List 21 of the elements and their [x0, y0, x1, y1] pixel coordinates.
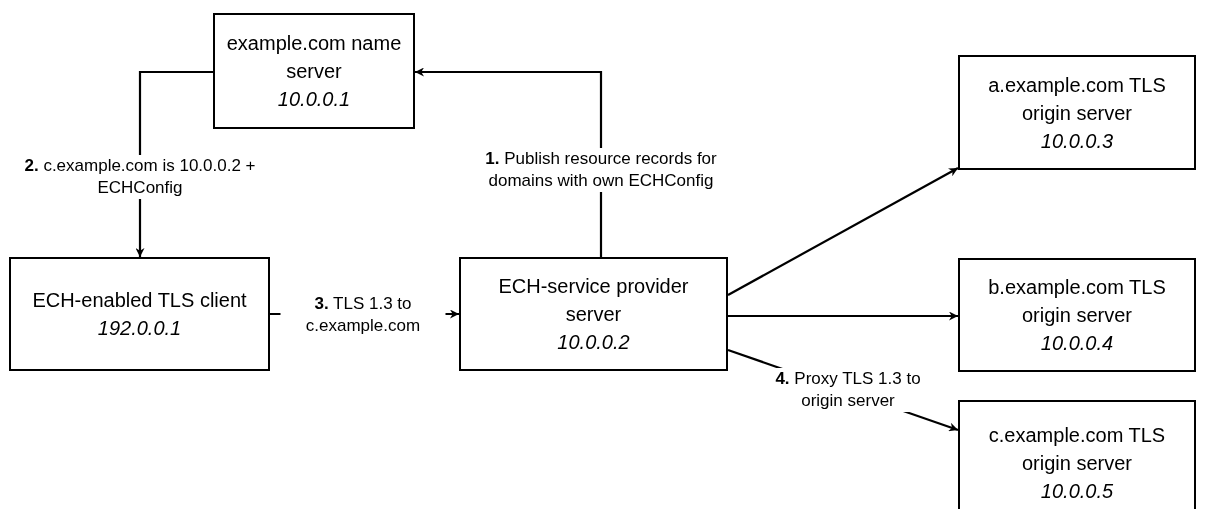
ip-address: 10.0.0.3	[1039, 128, 1115, 154]
server-name: b.example.com TLS origin server	[987, 275, 1167, 328]
ip-address: 192.0.0.1	[96, 316, 183, 341]
server-box	[213, 13, 415, 129]
ip-address: 10.0.0.5	[1039, 478, 1115, 504]
ip-address: 10.0.0.2	[556, 330, 631, 355]
ip-address: 10.0.0.1	[276, 87, 352, 112]
server-name: a.example.com TLS origin server	[987, 72, 1167, 126]
arrow	[415, 67, 603, 257]
server-box	[459, 257, 728, 371]
server-name: ECH-enabled TLS client	[31, 288, 248, 313]
arrow	[728, 311, 958, 321]
server-name: example.com name server	[225, 31, 403, 84]
server-box	[958, 400, 1196, 509]
arrow	[727, 167, 959, 296]
server-box	[958, 258, 1196, 372]
server-name: ECH-service provider server	[497, 274, 690, 327]
server-box	[958, 55, 1196, 170]
ip-address: 10.0.0.4	[1039, 331, 1115, 356]
server-name: c.example.com TLS origin server	[987, 422, 1167, 476]
server-box	[9, 257, 270, 371]
